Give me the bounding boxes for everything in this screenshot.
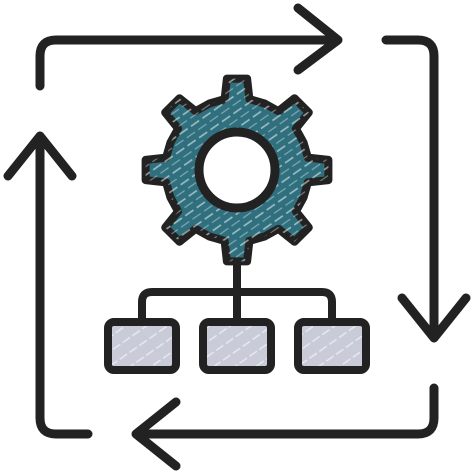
gear-hole: [194, 127, 280, 213]
gear-icon: [141, 74, 333, 266]
arrow-bottom-left: [131, 383, 439, 471]
hierarchy-boxes: [104, 318, 370, 374]
hierarchy-connectors: [138, 252, 336, 326]
box-center: [199, 318, 275, 374]
arrow-left-up: [3, 131, 93, 439]
arrow-top-right: [35, 3, 343, 91]
arrow-right-down: [381, 35, 471, 343]
box-left: [104, 318, 180, 374]
box-right: [294, 318, 370, 374]
